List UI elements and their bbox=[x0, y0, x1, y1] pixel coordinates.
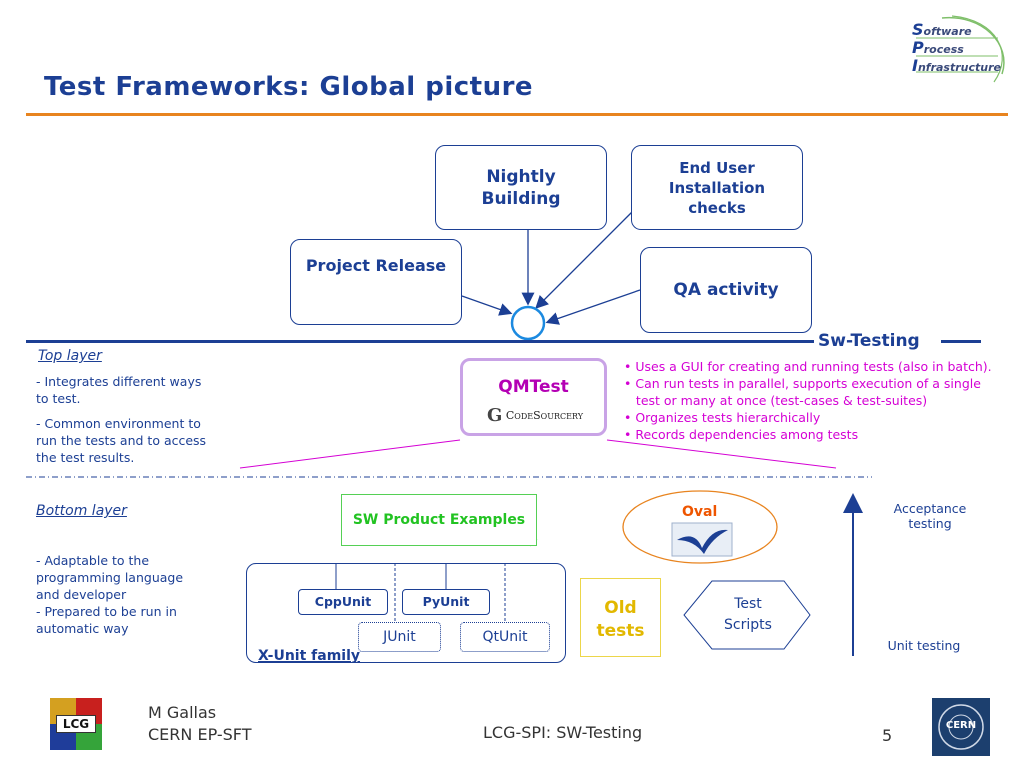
spi-logo-cap-i: I bbox=[912, 56, 918, 75]
end-user-box: End User Installation checks bbox=[631, 145, 803, 230]
bottom-layer-item-2: - Prepared to be run in automatic way bbox=[36, 604, 177, 636]
project-release-label: Project Release bbox=[305, 256, 447, 275]
codesourcery-g-icon: G bbox=[487, 405, 503, 426]
qmtest-label: QMTest bbox=[498, 377, 569, 397]
cern-logo-text: CERN bbox=[945, 720, 977, 731]
sw-testing-rule-right bbox=[941, 340, 981, 343]
qmtest-feature: • Can run tests in parallel, supports ex… bbox=[624, 376, 981, 391]
spi-logo-cap-s: S bbox=[912, 20, 924, 39]
junit-box: JUnit bbox=[358, 622, 441, 652]
pyunit-label: PyUnit bbox=[422, 594, 470, 609]
spi-logo-text-3: nfrastructure bbox=[917, 61, 1001, 74]
nightly-building-box: Nightly Building bbox=[435, 145, 607, 230]
footer-presentation-title: LCG-SPI: SW-Testing bbox=[483, 723, 643, 742]
sw-product-examples-box: SW Product Examples bbox=[341, 494, 537, 546]
cppunit-label: CppUnit bbox=[314, 594, 372, 609]
page-number: 5 bbox=[882, 726, 893, 745]
qmtest-feature: test or many at once (test-cases & test-… bbox=[624, 393, 928, 408]
test-scripts-hexagon bbox=[683, 580, 811, 650]
test-scripts-text: Test Scripts bbox=[724, 596, 772, 633]
oval-logo-check bbox=[677, 529, 728, 554]
qmtest-feature: • Organizes tests hierarchically bbox=[624, 410, 821, 425]
codesourcery-logo-text: CodeSourcery bbox=[505, 409, 583, 422]
arrow-qa bbox=[545, 289, 641, 325]
unit-testing-label: Unit testing bbox=[887, 638, 961, 653]
cern-logo: CERN bbox=[932, 698, 990, 756]
qmtest-feature: • Uses a GUI for creating and running te… bbox=[624, 359, 992, 374]
sw-product-examples-label: SW Product Examples bbox=[352, 512, 526, 528]
top-layer-item-2: - Common environment to run the tests an… bbox=[36, 416, 207, 465]
lcg-logo-text: LCG bbox=[56, 715, 96, 733]
spi-logo-cap-p: P bbox=[912, 38, 924, 57]
qmtest-box: QMTest G CodeSourcery bbox=[460, 358, 607, 436]
sw-testing-label: Sw-Testing bbox=[818, 331, 920, 351]
funnel-line-right bbox=[606, 439, 837, 469]
page-title: Test Frameworks: Global picture bbox=[44, 72, 534, 102]
spi-logo-text-1: oftware bbox=[923, 25, 972, 38]
qa-activity-box: QA activity bbox=[640, 247, 812, 333]
codesourcery-logo: G CodeSourcery bbox=[487, 405, 583, 426]
footer-dept: CERN EP-SFT bbox=[148, 725, 252, 744]
old-tests-label: Old tests bbox=[596, 598, 645, 641]
hub-circle bbox=[510, 305, 546, 341]
sw-testing-rule-left bbox=[26, 340, 814, 343]
junit-label: JUnit bbox=[383, 629, 416, 645]
title-divider bbox=[26, 113, 1008, 116]
nightly-building-label: Nightly Building bbox=[481, 166, 561, 209]
old-tests-box: Old tests bbox=[580, 578, 661, 657]
arrow-end-user bbox=[535, 211, 633, 309]
spi-logo-text-2: rocess bbox=[923, 43, 964, 56]
footer-author-block: M Gallas CERN EP-SFT bbox=[148, 702, 251, 746]
top-layer-heading: Top layer bbox=[38, 348, 102, 364]
acceptance-testing-text: Acceptance testing bbox=[893, 501, 967, 531]
bottom-layer-item-1: - Adaptable to the programming language … bbox=[36, 553, 184, 602]
qtunit-box: QtUnit bbox=[460, 622, 550, 652]
cppunit-box: CppUnit bbox=[298, 589, 388, 615]
spi-logo-swirl-icon bbox=[916, 15, 1005, 83]
lcg-logo: LCG bbox=[50, 698, 102, 750]
project-release-box: Project Release bbox=[290, 239, 462, 325]
qmtest-feature: • Records dependencies among tests bbox=[624, 427, 859, 442]
pyunit-box: PyUnit bbox=[402, 589, 490, 615]
xunit-family-label: X-Unit family bbox=[258, 648, 361, 664]
footer-author: M Gallas bbox=[148, 703, 217, 722]
test-scripts-label: Test Scripts bbox=[700, 594, 796, 636]
cern-logo-icon bbox=[938, 704, 984, 750]
qtunit-label: QtUnit bbox=[482, 629, 528, 645]
oval-label: Oval bbox=[682, 504, 718, 520]
arrow-project-release bbox=[461, 295, 513, 316]
top-layer-item-1: - Integrates different ways to test. bbox=[36, 374, 202, 406]
funnel-line-left bbox=[239, 439, 461, 469]
end-user-label: End User Installation checks bbox=[668, 158, 766, 217]
acceptance-testing-label: Acceptance testing bbox=[880, 501, 980, 531]
qa-activity-label: QA activity bbox=[673, 280, 779, 300]
xunit-family-box bbox=[246, 563, 566, 663]
qmtest-features: • Uses a GUI for creating and running te… bbox=[624, 358, 992, 443]
spi-logo: Software Process Infrastructure bbox=[902, 14, 1012, 84]
bottom-layer-heading: Bottom layer bbox=[36, 503, 127, 519]
